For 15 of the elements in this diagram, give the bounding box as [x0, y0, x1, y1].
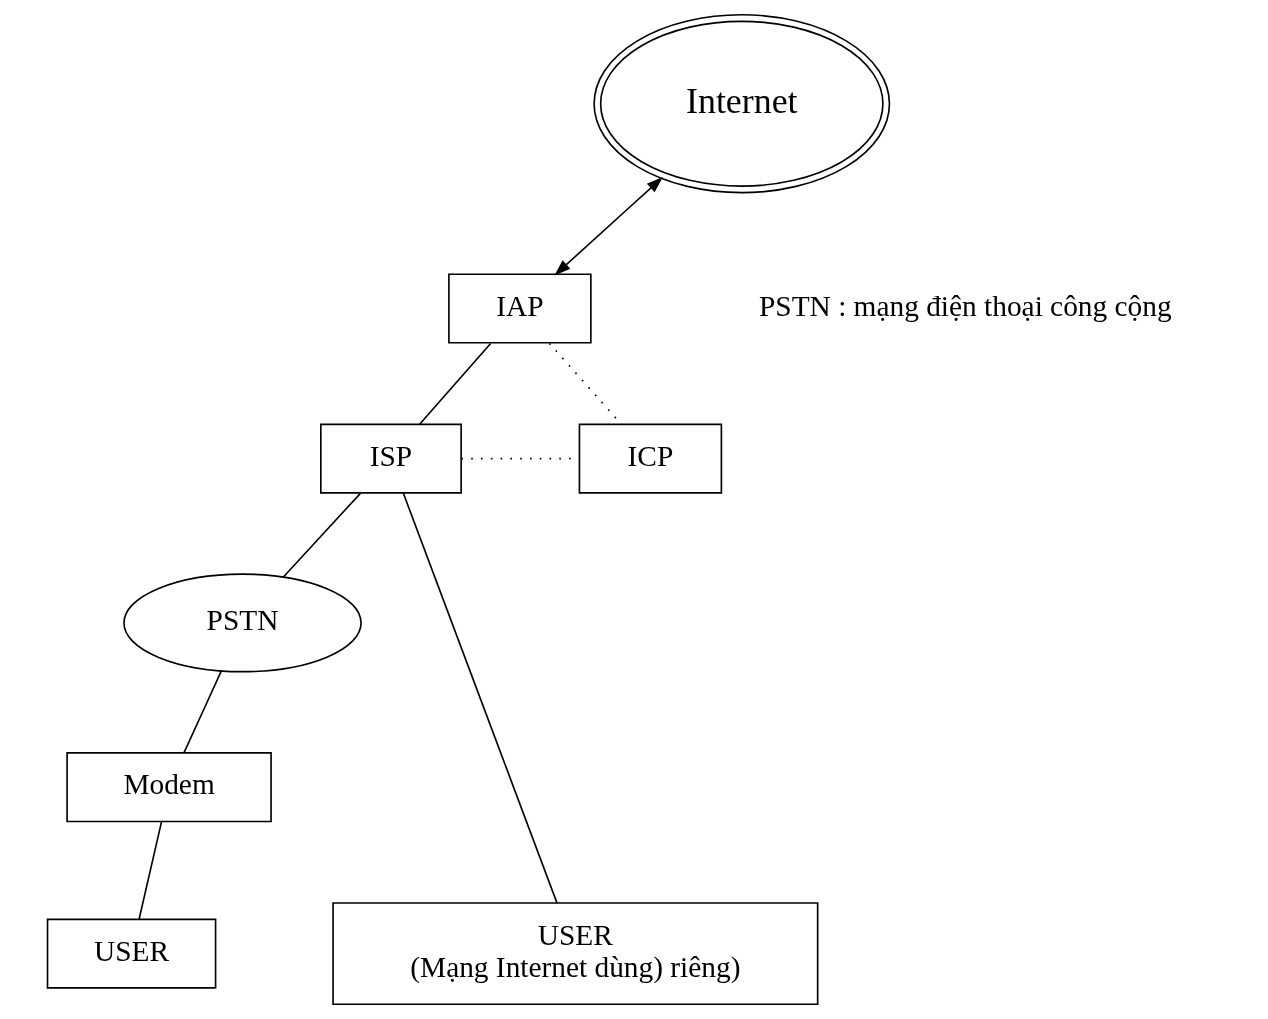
connector [402, 492, 558, 904]
connector [182, 669, 222, 754]
connector [282, 492, 361, 578]
node-box: ICP [578, 423, 722, 494]
arrow [553, 177, 663, 276]
label: PSTN : mạng điện thoại công cộng [758, 289, 1172, 322]
connector [137, 821, 162, 920]
node-box: USER (Mạng Internet dùng) riêng) [331, 902, 818, 1006]
node-ellipse: PSTN [122, 573, 362, 673]
node-box: ISP [319, 423, 462, 494]
connector [418, 342, 491, 426]
node-box: Modem [65, 752, 272, 823]
node-box: IAP [447, 273, 592, 344]
connector [548, 342, 622, 426]
node-box: USER [46, 918, 216, 989]
